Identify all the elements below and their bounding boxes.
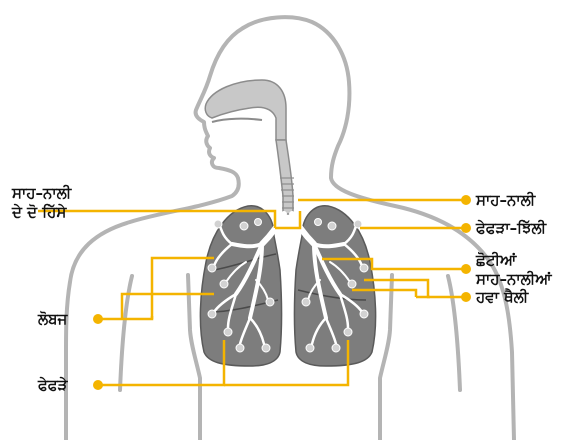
label-trachea-division-line2: ਦੇ ਦੋ ਹਿੱਸੇ bbox=[12, 203, 71, 222]
leader-dots bbox=[93, 195, 471, 390]
label-bronchioles-line1: ਛੋਟੀਆਂ bbox=[476, 251, 552, 270]
trachea bbox=[276, 140, 294, 214]
right-lung bbox=[292, 206, 376, 366]
label-bronchioles: ਛੋਟੀਆਂ ਸਾਹ–ਨਾਲੀਆਂ bbox=[476, 251, 552, 289]
label-trachea-division-line1: ਸਾਹ–ਨਾਲੀ bbox=[12, 184, 71, 203]
label-trachea-division: ਸਾਹ–ਨਾਲੀ ਦੇ ਦੋ ਹਿੱਸੇ bbox=[12, 184, 71, 222]
nasal-cavity bbox=[205, 80, 286, 140]
left-lung bbox=[200, 206, 284, 366]
label-pleura: ਫੇਫੜਾ–ਝਿੱਲੀ bbox=[476, 219, 546, 238]
label-lobes: ਲੋਬਜ bbox=[38, 310, 67, 329]
label-alveoli: ਹਵਾ ਥੈਲੀ bbox=[476, 288, 528, 307]
label-trachea: ਸਾਹ–ਨਾਲੀ bbox=[476, 191, 535, 210]
label-lungs: ਫੇਫੜੇ bbox=[38, 376, 67, 395]
label-bronchioles-line2: ਸਾਹ–ਨਾਲੀਆਂ bbox=[476, 270, 552, 289]
